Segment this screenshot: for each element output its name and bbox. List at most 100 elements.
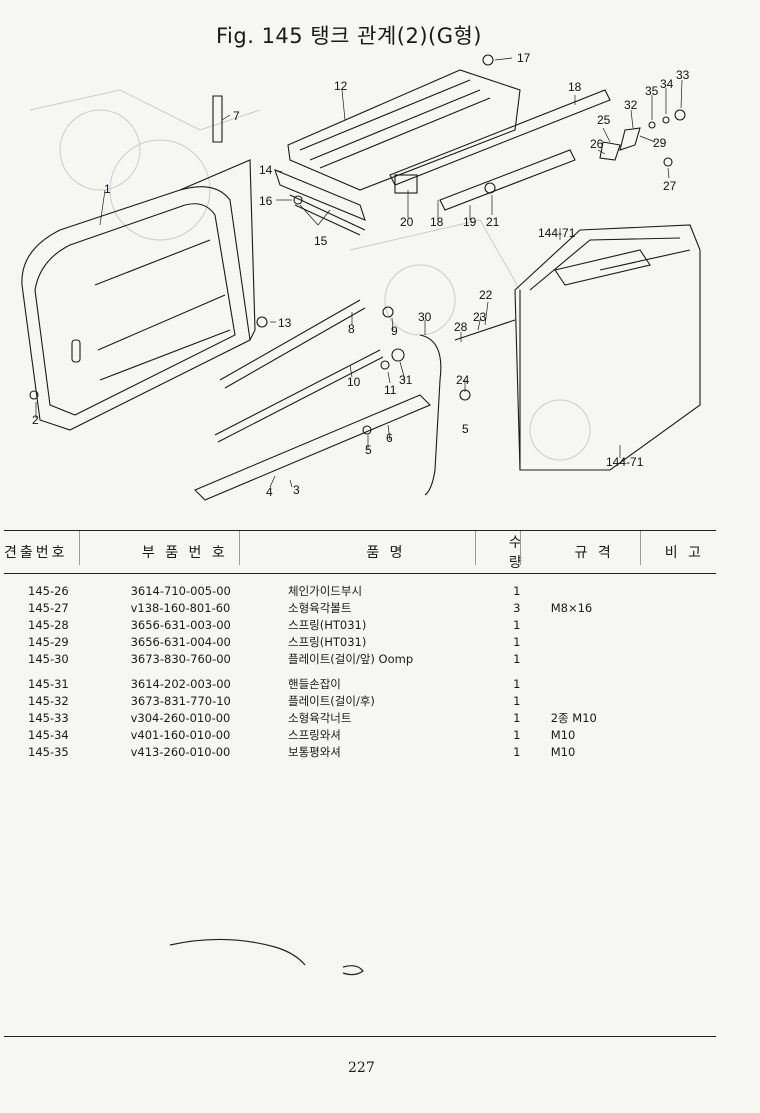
- callout-33: 33: [676, 68, 690, 82]
- header-part-no: 부 품 번 호: [94, 530, 276, 574]
- table-row: 145-31 3614-202-003-00 핸들손잡이 1: [4, 675, 716, 692]
- callout-24: 24: [456, 373, 470, 387]
- callout-29: 29: [653, 136, 667, 150]
- row-quantity: 1: [513, 744, 521, 759]
- row-part-no: 3673-831-770-10: [130, 693, 231, 708]
- table-row: 145-29 3656-631-004-00 스프링(HT031) 1: [4, 633, 716, 650]
- row-quantity: 3: [513, 600, 521, 615]
- row-note: [653, 675, 716, 692]
- row-spec: [537, 616, 653, 633]
- row-note: [653, 650, 716, 667]
- row-part-no: v401-160-010-00: [130, 727, 231, 742]
- row-quantity: 1: [513, 676, 521, 691]
- row-index-no: 145-28: [28, 617, 69, 632]
- callout-5b: 5: [365, 443, 372, 457]
- callout-13: 13: [278, 316, 292, 330]
- callout-7: 7: [233, 109, 240, 123]
- callout-18: 18: [568, 80, 582, 94]
- row-spec: M10: [550, 744, 576, 759]
- row-note: [653, 743, 716, 760]
- row-part-name: 스프링와셔: [287, 727, 341, 742]
- row-part-no: v413-260-010-00: [130, 744, 231, 759]
- row-index-no: 145-32: [28, 693, 69, 708]
- callout-19: 19: [463, 215, 477, 229]
- figure-title: Fig. 145 탱크 관계(2)(G형): [216, 24, 483, 48]
- top-cover-part-12: [287, 69, 521, 191]
- row-part-name: 플레이트(걸이/후): [287, 693, 375, 708]
- row-spec: 2종 M10: [550, 710, 597, 725]
- strip-part-14: [274, 169, 366, 221]
- header-spec: 규 격: [536, 530, 653, 574]
- header-divider: [475, 531, 476, 565]
- row-quantity: 1: [513, 634, 521, 649]
- callout-144-71-top: 144-71: [538, 226, 576, 240]
- row-part-name: 보통평와셔: [287, 744, 341, 759]
- callout-10: 10: [347, 375, 361, 389]
- callout-35: 35: [645, 84, 659, 98]
- spring-part-22: [454, 319, 516, 341]
- callout-5: 5: [462, 422, 469, 436]
- row-index-no: 145-35: [28, 744, 69, 759]
- table-row: 145-30 3673-830-760-00 플레이트(걸이/앞) Oomp 1: [4, 650, 716, 667]
- callout-8: 8: [348, 322, 355, 336]
- callout-14: 14: [259, 163, 273, 177]
- row-quantity: 1: [513, 693, 521, 708]
- header-divider: [239, 531, 240, 565]
- rod-part-10: [214, 349, 384, 443]
- header-part-name: 품 명: [275, 530, 497, 574]
- row-index-no: 145-26: [28, 583, 69, 598]
- header-index-no: 견출번호: [4, 530, 95, 574]
- row-part-no: 3656-631-003-00: [130, 617, 231, 632]
- parts-list-table: 견출번호 부 품 번 호 품 명 수 량 규 격 비 고 145-26 3614…: [4, 530, 716, 760]
- callout-12: 12: [334, 79, 348, 93]
- callout-15: 15: [314, 234, 328, 248]
- callout-31: 31: [399, 373, 413, 387]
- callout-28: 28: [454, 320, 468, 334]
- table-row: 145-26 3614-710-005-00 체인가이드부시 1: [4, 582, 716, 599]
- handle-part-30: [419, 334, 442, 496]
- row-part-name: 소형육각볼트: [287, 600, 352, 615]
- row-spec: [537, 692, 653, 709]
- row-part-no: 3614-202-003-00: [130, 676, 231, 691]
- row-quantity: 1: [513, 710, 521, 725]
- page-number: 227: [348, 1060, 375, 1076]
- row-index-no: 145-30: [28, 651, 69, 666]
- callout-6: 6: [386, 431, 393, 445]
- bar-part-4: [194, 394, 431, 501]
- row-part-no: 3656-631-004-00: [130, 634, 231, 649]
- row-quantity: 1: [513, 651, 521, 666]
- row-spec: M8×16: [550, 600, 593, 615]
- row-index-no: 145-29: [28, 634, 69, 649]
- callout-3: 3: [293, 483, 300, 497]
- header-quantity: 수 량: [496, 530, 537, 574]
- tank-frame-part-1: [21, 159, 256, 431]
- row-note: [653, 692, 716, 709]
- header-divider: [520, 531, 521, 565]
- callout-18b: 18: [430, 215, 444, 229]
- row-spec: [537, 582, 653, 599]
- callout-16: 16: [259, 194, 273, 208]
- callout-17: 17: [517, 51, 531, 65]
- row-part-no: v304-260-010-00: [130, 710, 231, 725]
- row-part-no: 3614-710-005-00: [130, 583, 231, 598]
- header-divider: [79, 531, 80, 565]
- table-row: 145-34 v401-160-010-00 스프링와셔 1 M10: [4, 726, 716, 743]
- callout-34: 34: [660, 77, 674, 91]
- row-quantity: 1: [513, 617, 521, 632]
- callout-26: 26: [590, 137, 604, 151]
- row-note: [653, 633, 716, 650]
- callout-32: 32: [624, 98, 638, 112]
- row-index-no: 145-31: [28, 676, 69, 691]
- pen-scribble-mark: [169, 938, 364, 976]
- row-spec: M10: [550, 727, 576, 742]
- row-note: [653, 726, 716, 743]
- tank-body-part-144-71: [514, 224, 701, 471]
- row-index-no: 145-34: [28, 727, 69, 742]
- callout-4: 4: [266, 485, 273, 499]
- callout-20: 20: [400, 215, 414, 229]
- row-part-no: v138-160-801-60: [130, 600, 231, 615]
- rod-part-8: [219, 299, 366, 389]
- callout-30: 30: [418, 310, 432, 324]
- callout-27: 27: [663, 179, 677, 193]
- row-quantity: 1: [513, 583, 521, 598]
